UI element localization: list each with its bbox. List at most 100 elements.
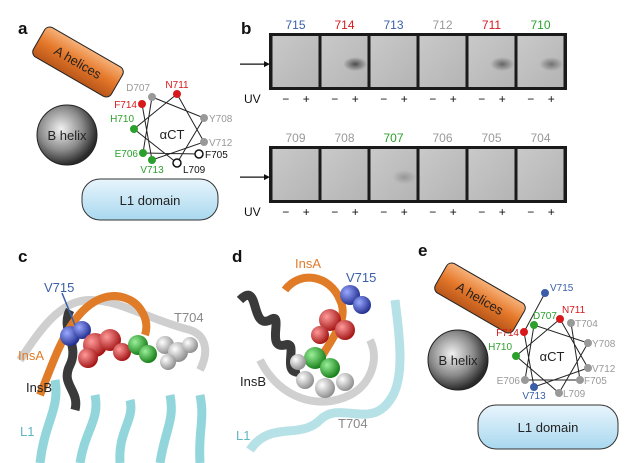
residue-label-v712: V712 xyxy=(592,364,616,375)
residue-label-f714: F714 xyxy=(496,328,519,339)
c-insa-label: InsA xyxy=(18,348,44,363)
uv-minus: − xyxy=(478,205,485,219)
helical-wheel-lines xyxy=(133,93,205,164)
c-l1-label: L1 xyxy=(20,424,34,439)
residue-label-d707: D707 xyxy=(126,83,150,94)
e-l1-domain-box xyxy=(477,404,619,450)
uv-minus: − xyxy=(478,92,485,106)
residue-number-711: 711 xyxy=(482,18,501,32)
residue-dot-n711 xyxy=(556,315,564,323)
residue-dot-d707 xyxy=(530,321,538,329)
uv-label: UV xyxy=(244,205,261,219)
residue-number-707: 707 xyxy=(383,131,403,145)
residue-label-y708: Y708 xyxy=(209,114,233,125)
a-helices-box: A helices xyxy=(32,26,124,98)
panel-e: e A helices B helix L1 domain αCT V715N7… xyxy=(418,241,619,450)
residue-number-712: 712 xyxy=(432,18,452,32)
residue-dot-e706 xyxy=(139,149,147,157)
residue-dot-y708 xyxy=(200,114,208,122)
residue-dot-v712 xyxy=(200,138,208,146)
residue-dot-v715 xyxy=(541,289,549,297)
residue-number-713: 713 xyxy=(383,18,403,32)
structure-render-d xyxy=(236,273,405,453)
e-b-helix-label: B helix xyxy=(438,353,478,368)
residue-number-710: 710 xyxy=(530,18,550,32)
uv-plus: + xyxy=(548,205,555,219)
uv-minus: − xyxy=(282,92,289,106)
crosslink-band-710 xyxy=(539,57,564,72)
uv-plus: + xyxy=(401,205,408,219)
panel-b: b 715−+714−+713−+712−+711−+710−+UV 709−+… xyxy=(240,18,567,219)
residue-dot-f705 xyxy=(576,376,584,384)
uv-plus: + xyxy=(352,92,359,106)
residue-dot-f714 xyxy=(520,328,528,336)
c-v715-label: V715 xyxy=(44,280,74,295)
uv-label: UV xyxy=(244,92,261,106)
d-l1-label: L1 xyxy=(236,428,250,443)
residue-dot-l709 xyxy=(172,158,182,168)
uv-minus: − xyxy=(380,92,387,106)
uv-minus: − xyxy=(527,205,534,219)
uv-minus: − xyxy=(282,205,289,219)
gel-lane-708 xyxy=(321,149,368,200)
d-v715-label: V715 xyxy=(346,270,376,285)
uv-minus: − xyxy=(331,205,338,219)
residue-label-t704: T704 xyxy=(575,319,598,330)
d-insa-label: InsA xyxy=(295,256,321,271)
panel-label-d: d xyxy=(232,247,242,266)
residue-dot-n711 xyxy=(173,90,181,98)
residue-label-y708: Y708 xyxy=(592,339,616,350)
gel-lane-715 xyxy=(272,36,319,87)
residue-label-f705: F705 xyxy=(205,150,228,161)
residue-label-v713: V713 xyxy=(140,165,164,176)
act-label: αCT xyxy=(160,127,185,142)
uv-plus: + xyxy=(450,92,457,106)
residue-label-e706: E706 xyxy=(497,376,521,387)
residue-label-h710: H710 xyxy=(488,342,512,353)
arrowhead-icon xyxy=(264,174,270,181)
c-t704-label: T704 xyxy=(174,310,204,325)
residue-dot-h710 xyxy=(130,125,138,133)
residue-label-h710: H710 xyxy=(110,114,134,125)
residue-label-n711: N711 xyxy=(562,305,586,316)
v715-pointer xyxy=(61,292,76,326)
crosslink-band-707 xyxy=(392,170,417,185)
residue-dot-h710 xyxy=(512,352,520,360)
uv-plus: + xyxy=(303,205,310,219)
gel-lane-706 xyxy=(419,149,466,200)
residue-label-e706: E706 xyxy=(115,149,139,160)
residue-number-705: 705 xyxy=(481,131,501,145)
residue-dot-v713 xyxy=(148,156,156,164)
uv-plus: + xyxy=(352,205,359,219)
gel-lane-704 xyxy=(517,149,564,200)
residue-label-l709: L709 xyxy=(183,165,206,176)
e-a-helices-box: A helices xyxy=(434,262,526,334)
panel-label-c: c xyxy=(18,247,27,266)
uv-plus: + xyxy=(548,92,555,106)
uv-minus: − xyxy=(429,205,436,219)
residue-dot-f714 xyxy=(138,100,146,108)
residue-number-714: 714 xyxy=(334,18,354,32)
b-helix-label: B helix xyxy=(47,128,87,143)
uv-plus: + xyxy=(499,205,506,219)
d-insb-label: InsB xyxy=(240,374,266,389)
panel-d: d InsA V715 InsB L1 T704 xyxy=(232,247,405,453)
residue-number-708: 708 xyxy=(334,131,354,145)
uv-minus: − xyxy=(331,92,338,106)
residue-dot-t704 xyxy=(567,319,575,327)
gel-top-row: 715−+714−+713−+712−+711−+710−+UV xyxy=(240,18,567,106)
residue-dot-d707 xyxy=(148,93,156,101)
e-act-label: αCT xyxy=(540,349,565,364)
residue-label-v712: V712 xyxy=(209,138,233,149)
residue-label-f714: F714 xyxy=(114,100,137,111)
residue-label-d707: D707 xyxy=(533,311,557,322)
d-t704-label: T704 xyxy=(338,416,368,431)
uv-minus: − xyxy=(380,205,387,219)
panel-label-a: a xyxy=(18,19,28,38)
uv-plus: + xyxy=(401,92,408,106)
residue-label-v715: V715 xyxy=(550,283,574,294)
l1-domain-label: L1 domain xyxy=(120,193,181,208)
uv-plus: + xyxy=(450,205,457,219)
uv-minus: − xyxy=(527,92,534,106)
